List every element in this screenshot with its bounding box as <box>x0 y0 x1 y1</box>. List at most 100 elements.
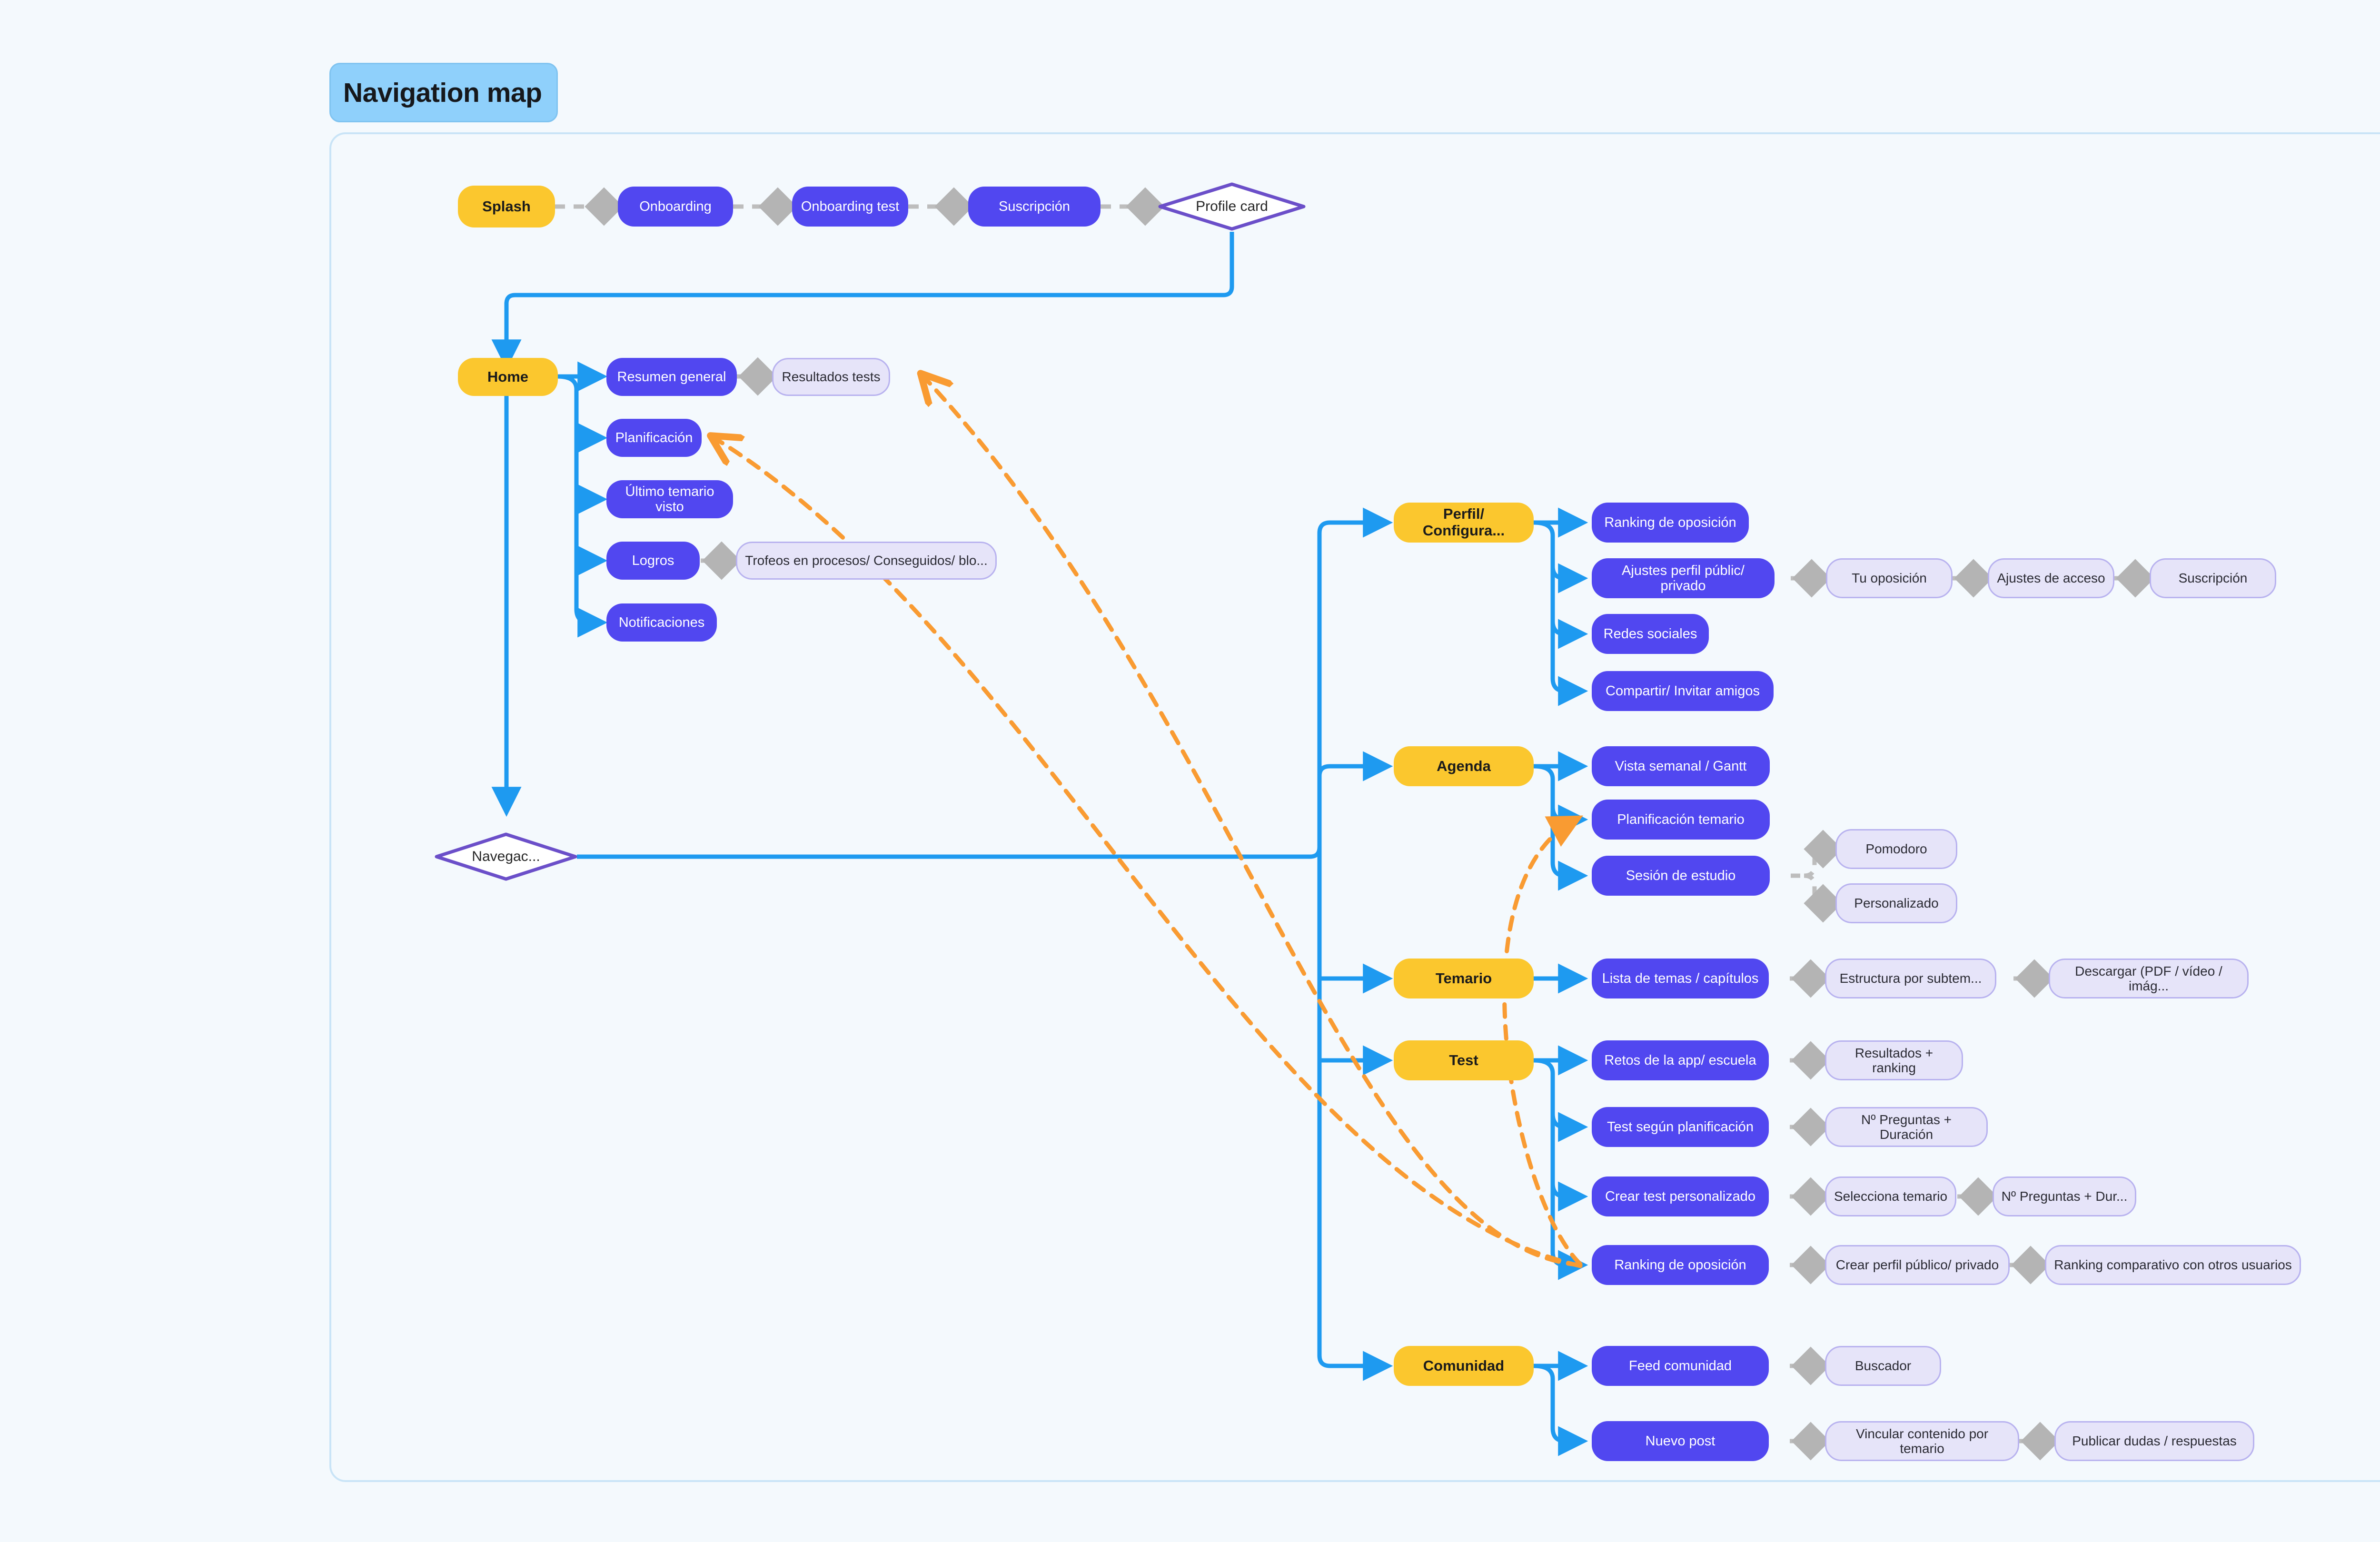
node-notificaciones[interactable]: Notificaciones <box>606 603 717 642</box>
node-label: Onboarding <box>639 198 712 214</box>
node-label: Lista de temas / capítulos <box>1602 970 1759 986</box>
node-lista-de-temas[interactable]: Lista de temas / capítulos <box>1592 959 1769 998</box>
node-label: Ajustes perfil públic/ privado <box>1622 563 1745 593</box>
node-label: Nº Preguntas + Dur... <box>2001 1189 2128 1204</box>
node-planificacion[interactable]: Planificación <box>606 419 702 457</box>
node-label: Redes sociales <box>1603 626 1697 642</box>
node-label: Feed comunidad <box>1628 1358 1732 1374</box>
node-label: Profile card <box>1196 198 1268 215</box>
node-crear-perfil-publico-privado[interactable]: Crear perfil público/ privado <box>1825 1245 2010 1285</box>
node-profile-card[interactable]: Profile card <box>1158 182 1306 231</box>
node-retos-de-la-app[interactable]: Retos de la app/ escuela <box>1592 1040 1769 1080</box>
node-label: Suscripción <box>999 198 1070 214</box>
diamond-shape-icon <box>435 832 577 881</box>
node-label: Buscador <box>1854 1358 1912 1374</box>
node-label: Tu oposición <box>1852 571 1927 586</box>
node-label: Planificación <box>615 430 693 445</box>
node-temario[interactable]: Temario <box>1394 959 1534 998</box>
node-label: Trofeos en procesos/ Conseguidos/ blo... <box>745 553 988 568</box>
node-label: Ranking de oposición <box>1614 1257 1746 1273</box>
node-ranking-de-oposicion-perfil[interactable]: Ranking de oposición <box>1592 503 1749 543</box>
node-label: Resultados tests <box>782 369 881 385</box>
diagram-canvas-frame <box>329 132 2380 1482</box>
node-label: Vincular contenido por temario <box>1855 1426 1989 1456</box>
node-resultados-tests[interactable]: Resultados tests <box>772 358 890 396</box>
node-compartir-invitar-amigos[interactable]: Compartir/ Invitar amigos <box>1592 671 1774 711</box>
node-trofeos[interactable]: Trofeos en procesos/ Conseguidos/ blo... <box>736 542 997 580</box>
node-n-preguntas-duracion[interactable]: Nº Preguntas + Duración <box>1825 1107 1988 1147</box>
node-test[interactable]: Test <box>1394 1040 1534 1080</box>
node-estructura-por-subtemas[interactable]: Estructura por subtem... <box>1825 959 1996 998</box>
diamond-shape-icon <box>1158 182 1306 231</box>
node-label: Personalizado <box>1854 896 1939 911</box>
node-suscripcion-perfil[interactable]: Suscripción <box>2150 558 2276 598</box>
node-comunidad[interactable]: Comunidad <box>1394 1346 1534 1386</box>
node-label: Resultados + ranking <box>1854 1045 1934 1075</box>
node-ranking-comparativo[interactable]: Ranking comparativo con otros usuarios <box>2045 1245 2301 1285</box>
node-ultimo-temario-visto[interactable]: Último temario visto <box>606 480 733 518</box>
node-label: Perfil/ Configura... <box>1422 505 1505 539</box>
node-label: Home <box>487 368 529 385</box>
node-nuevo-post[interactable]: Nuevo post <box>1592 1421 1769 1461</box>
node-resultados-ranking[interactable]: Resultados + ranking <box>1825 1040 1963 1080</box>
node-vista-semanal-gantt[interactable]: Vista semanal / Gantt <box>1592 746 1770 786</box>
node-ajustes-de-acceso[interactable]: Ajustes de acceso <box>1988 558 2114 598</box>
node-label: Splash <box>482 198 531 215</box>
node-redes-sociales[interactable]: Redes sociales <box>1592 614 1709 654</box>
node-label: Vista semanal / Gantt <box>1615 758 1747 774</box>
node-label: Resumen general <box>617 369 726 385</box>
node-label: Planificación temario <box>1617 811 1745 827</box>
node-label: Logros <box>632 553 674 568</box>
node-label: Pomodoro <box>1865 841 1927 857</box>
node-planificacion-temario[interactable]: Planificación temario <box>1592 800 1770 840</box>
node-home[interactable]: Home <box>458 358 558 396</box>
node-logros[interactable]: Logros <box>606 542 700 580</box>
node-perfil-configuracion[interactable]: Perfil/ Configura... <box>1394 503 1534 543</box>
node-publicar-dudas[interactable]: Publicar dudas / respuestas <box>2054 1421 2254 1461</box>
node-ranking-de-oposicion-test[interactable]: Ranking de oposición <box>1592 1245 1769 1285</box>
node-label: Descargar (PDF / vídeo / imág... <box>2075 963 2222 993</box>
node-label: Test según planificación <box>1607 1119 1754 1135</box>
node-tu-oposicion[interactable]: Tu oposición <box>1826 558 1953 598</box>
node-label: Ranking comparativo con otros usuarios <box>2054 1257 2292 1273</box>
node-label: Selecciona temario <box>1834 1189 1948 1204</box>
node-sesion-de-estudio[interactable]: Sesión de estudio <box>1592 856 1770 896</box>
page-title-label: Navigation map <box>343 77 542 108</box>
node-test-segun-planificacion[interactable]: Test según planificación <box>1592 1107 1769 1147</box>
node-buscador[interactable]: Buscador <box>1825 1346 1941 1386</box>
node-label: Sesión de estudio <box>1626 868 1736 883</box>
node-personalizado[interactable]: Personalizado <box>1835 883 1957 923</box>
node-label: Ajustes de acceso <box>1997 571 2105 586</box>
node-label: Nº Preguntas + Duración <box>1861 1112 1952 1142</box>
node-ajustes-perfil[interactable]: Ajustes perfil públic/ privado <box>1592 558 1775 598</box>
node-label: Navegac... <box>472 849 540 865</box>
node-navegacion[interactable]: Navegac... <box>434 832 578 881</box>
node-label: Retos de la app/ escuela <box>1604 1052 1756 1068</box>
node-label: Último temario visto <box>625 484 714 514</box>
node-n-preguntas-dur[interactable]: Nº Preguntas + Dur... <box>1993 1176 2136 1216</box>
node-resumen-general[interactable]: Resumen general <box>606 358 737 396</box>
node-label: Temario <box>1435 969 1492 987</box>
node-label: Onboarding test <box>801 198 900 214</box>
node-label: Comunidad <box>1423 1357 1505 1374</box>
node-label: Publicar dudas / respuestas <box>2072 1433 2237 1449</box>
node-agenda[interactable]: Agenda <box>1394 746 1534 786</box>
node-label: Nuevo post <box>1645 1433 1716 1449</box>
node-selecciona-temario[interactable]: Selecciona temario <box>1825 1176 1956 1216</box>
node-feed-comunidad[interactable]: Feed comunidad <box>1592 1346 1769 1386</box>
node-onboarding[interactable]: Onboarding <box>618 187 733 227</box>
node-descargar[interactable]: Descargar (PDF / vídeo / imág... <box>2049 959 2249 998</box>
node-suscripcion[interactable]: Suscripción <box>968 187 1101 227</box>
node-label: Crear perfil público/ privado <box>1835 1257 1999 1273</box>
node-pomodoro[interactable]: Pomodoro <box>1835 829 1957 869</box>
node-label: Compartir/ Invitar amigos <box>1606 683 1760 699</box>
node-crear-test-personalizado[interactable]: Crear test personalizado <box>1592 1176 1769 1216</box>
node-onboarding-test[interactable]: Onboarding test <box>792 187 908 227</box>
page-title: Navigation map <box>329 63 558 122</box>
node-label: Test <box>1449 1051 1478 1068</box>
node-label: Suscripción <box>2178 571 2248 586</box>
node-label: Estructura por subtem... <box>1839 971 1982 986</box>
node-label: Notificaciones <box>618 614 705 630</box>
node-vincular-contenido[interactable]: Vincular contenido por temario <box>1825 1421 2019 1461</box>
node-splash[interactable]: Splash <box>458 186 555 227</box>
